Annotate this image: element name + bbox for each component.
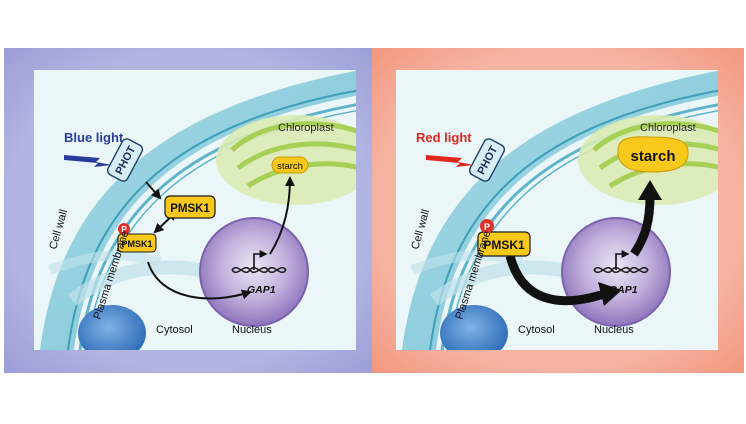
phosphate-label: P [121,225,127,234]
starch-label: starch [630,148,675,165]
light-label: Red light [416,130,472,145]
arrow-pmsk1-to-gap1 [147,261,252,300]
starch-box [617,136,689,173]
light-label: Blue light [64,130,124,145]
nucleus-label: Nucleus [594,324,634,336]
gene-label: GAP1 [247,284,276,296]
starch-label: starch [277,161,303,172]
phospho-pmsk1-label: PMSK1 [483,238,525,252]
blue-lightning-icon [64,155,112,167]
starch-box [271,156,309,174]
chloroplast-label: Chloroplast [278,122,334,134]
phot-receptor: PHOT [106,138,144,182]
red-lightning-icon [426,155,474,167]
phospho-pmsk1-box [117,233,157,253]
nucleus-label: Nucleus [232,324,272,336]
phosphate-badge [480,219,494,233]
panel-blue-light: PHOT PMSK1 PMSK1 P starch Blue light Chl… [4,48,376,373]
phosphate-badge [118,223,130,235]
cytosol-label: Cytosol [156,324,193,336]
arrow-phot-to-pmsk1 [145,181,162,200]
cell-wall [40,70,356,350]
cell-wall [402,70,718,350]
chloroplast-label: Chloroplast [640,122,696,134]
dna-icon [231,250,287,274]
dna-icon [593,250,649,274]
cytosol-label: Cytosol [518,324,555,336]
phospho-pmsk1-label: PMSK1 [121,239,152,249]
cell-background [396,70,718,350]
arrow-nucleus-to-starch [269,176,295,255]
organelle-blob [78,305,146,350]
arrow-nucleus-to-starch [630,195,655,257]
pmsk1-label: PMSK1 [170,203,210,215]
organelle-blob [440,305,508,350]
arrow-pmsk1-to-gap1 [505,254,606,306]
phosphate-label: P [484,222,490,232]
panel-red-light: PHOT PMSK1 P starch Red light Chloroplas… [372,48,744,373]
pmsk1-box [164,195,216,219]
phospho-pmsk1-box [477,231,531,257]
gene-label: GAP1 [609,284,638,296]
